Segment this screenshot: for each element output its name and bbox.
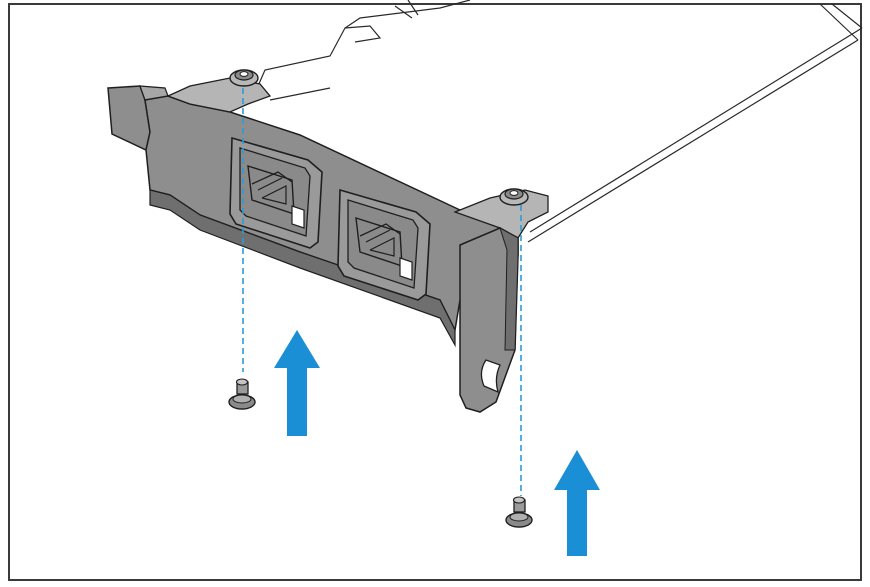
- screw-left: [228, 378, 256, 410]
- arrow-up-icon: [554, 450, 600, 556]
- rj45-port-right: [337, 188, 431, 301]
- standoff-right: [499, 188, 529, 206]
- pci-card-board: [257, 0, 863, 243]
- screw-right: [505, 496, 533, 528]
- standoff-left: [229, 69, 259, 87]
- arrow-up-icon: [274, 330, 320, 436]
- rj45-port-left: [229, 136, 323, 249]
